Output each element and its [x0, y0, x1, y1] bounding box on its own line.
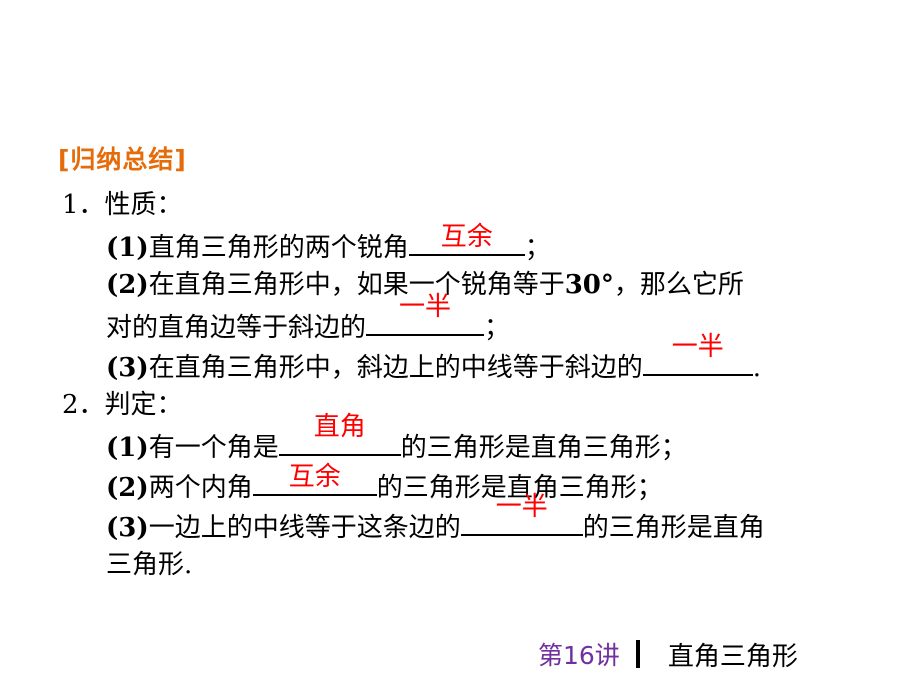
property-2-line-2: 对的直角边等于斜边的一半；: [106, 292, 511, 343]
criterion-2: (2)两个内角互余的三角形是直角三角形；: [106, 462, 663, 503]
lecture-number: 第16讲: [538, 641, 620, 670]
section-2-title: 2．判定：: [62, 390, 183, 420]
answer-blank: 互余: [408, 222, 525, 256]
property-2-line-1: (2)在直角三角形中，如果一个锐角等于30°，那么它所: [106, 270, 744, 300]
section-heading: [归纳总结]: [58, 145, 187, 174]
footer-divider: [635, 640, 640, 668]
criterion-3-line-2: 三角形.: [106, 550, 193, 580]
answer-text: 直角: [313, 412, 366, 442]
criterion-1: (1)有一个角是直角的三角形是直角三角形；: [106, 412, 687, 463]
slide-footer: 第16讲 直角三角形: [538, 634, 798, 674]
property-3: (3)在直角三角形中，斜边上的中线等于斜边的一半.: [106, 332, 761, 383]
section-1-title: 1．性质：: [62, 190, 183, 220]
answer-text: 互余: [288, 462, 341, 492]
answer-text: 一半: [495, 492, 548, 522]
answer-blank: 直角: [278, 412, 401, 456]
answer-blank: 一半: [366, 292, 485, 336]
answer-text: 一半: [671, 332, 724, 362]
answer-text: 互余: [440, 222, 493, 252]
answer-blank: 一半: [642, 332, 753, 376]
answer-blank: 一半: [460, 492, 583, 536]
answer-blank: 互余: [252, 462, 377, 496]
criterion-3-line-1: (3)一边上的中线等于这条边的一半的三角形是直角: [106, 492, 765, 543]
answer-text: 一半: [399, 292, 452, 322]
property-1: (1)直角三角形的两个锐角互余；: [106, 222, 551, 263]
lecture-title: 直角三角形: [667, 641, 798, 672]
